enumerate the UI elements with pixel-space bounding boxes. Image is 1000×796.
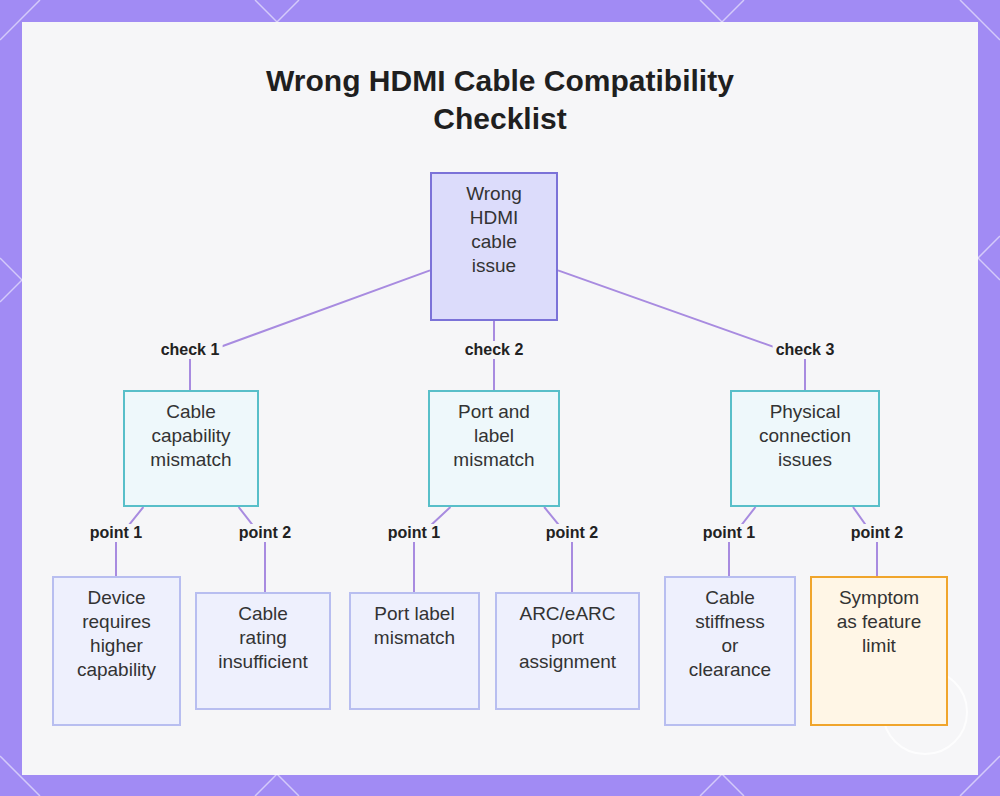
node-text: Cable capability mismatch xyxy=(135,400,247,472)
edge-label: point 2 xyxy=(236,524,294,542)
connector-line xyxy=(558,270,805,390)
connector xyxy=(414,507,450,592)
category-box: Cable capability mismatch xyxy=(123,390,259,507)
node-text: Wrong HDMI cable issue xyxy=(454,182,534,278)
node-text: Port and label mismatch xyxy=(444,400,544,472)
node-text: Physical connection issues xyxy=(742,400,868,472)
node-text: Symptom as feature limit xyxy=(834,586,924,658)
detail-box: Port label mismatch xyxy=(349,592,480,710)
root-box: Wrong HDMI cable issue xyxy=(430,172,558,321)
detail-box: Cable rating insufficient xyxy=(195,592,331,710)
edge-label: point 1 xyxy=(87,524,145,542)
edge-label: check 1 xyxy=(158,341,223,359)
category-box: Physical connection issues xyxy=(730,390,880,507)
edge-label: check 2 xyxy=(462,341,527,359)
node-text: ARC/eARC port assignment xyxy=(511,602,624,674)
connector xyxy=(239,507,265,592)
edge-label: check 3 xyxy=(773,341,838,359)
connector-line xyxy=(544,507,572,592)
edge-label: point 2 xyxy=(848,524,906,542)
detail-box: Cable stiffness or clearance xyxy=(664,576,796,726)
connector-line xyxy=(190,270,430,390)
highlight-box: Symptom as feature limit xyxy=(810,576,948,726)
category-box: Port and label mismatch xyxy=(428,390,560,507)
edge-label: point 2 xyxy=(543,524,601,542)
diagram-title: Wrong HDMI Cable Compatibility Checklist xyxy=(240,62,760,138)
edge-label: point 1 xyxy=(385,524,443,542)
node-text: Cable rating insufficient xyxy=(218,602,307,674)
connector xyxy=(544,507,572,592)
detail-box: Device requires higher capability xyxy=(52,576,181,726)
connector-line xyxy=(239,507,265,592)
node-text: Cable stiffness or clearance xyxy=(688,586,772,682)
title-wrap: Wrong HDMI Cable Compatibility Checklist xyxy=(0,62,1000,138)
connector xyxy=(190,270,430,390)
detail-box: ARC/eARC port assignment xyxy=(495,592,640,710)
connector-line xyxy=(414,507,450,592)
edge-label: point 1 xyxy=(700,524,758,542)
node-text: Port label mismatch xyxy=(361,602,468,650)
connector xyxy=(558,270,805,390)
node-text: Device requires higher capability xyxy=(64,586,169,682)
